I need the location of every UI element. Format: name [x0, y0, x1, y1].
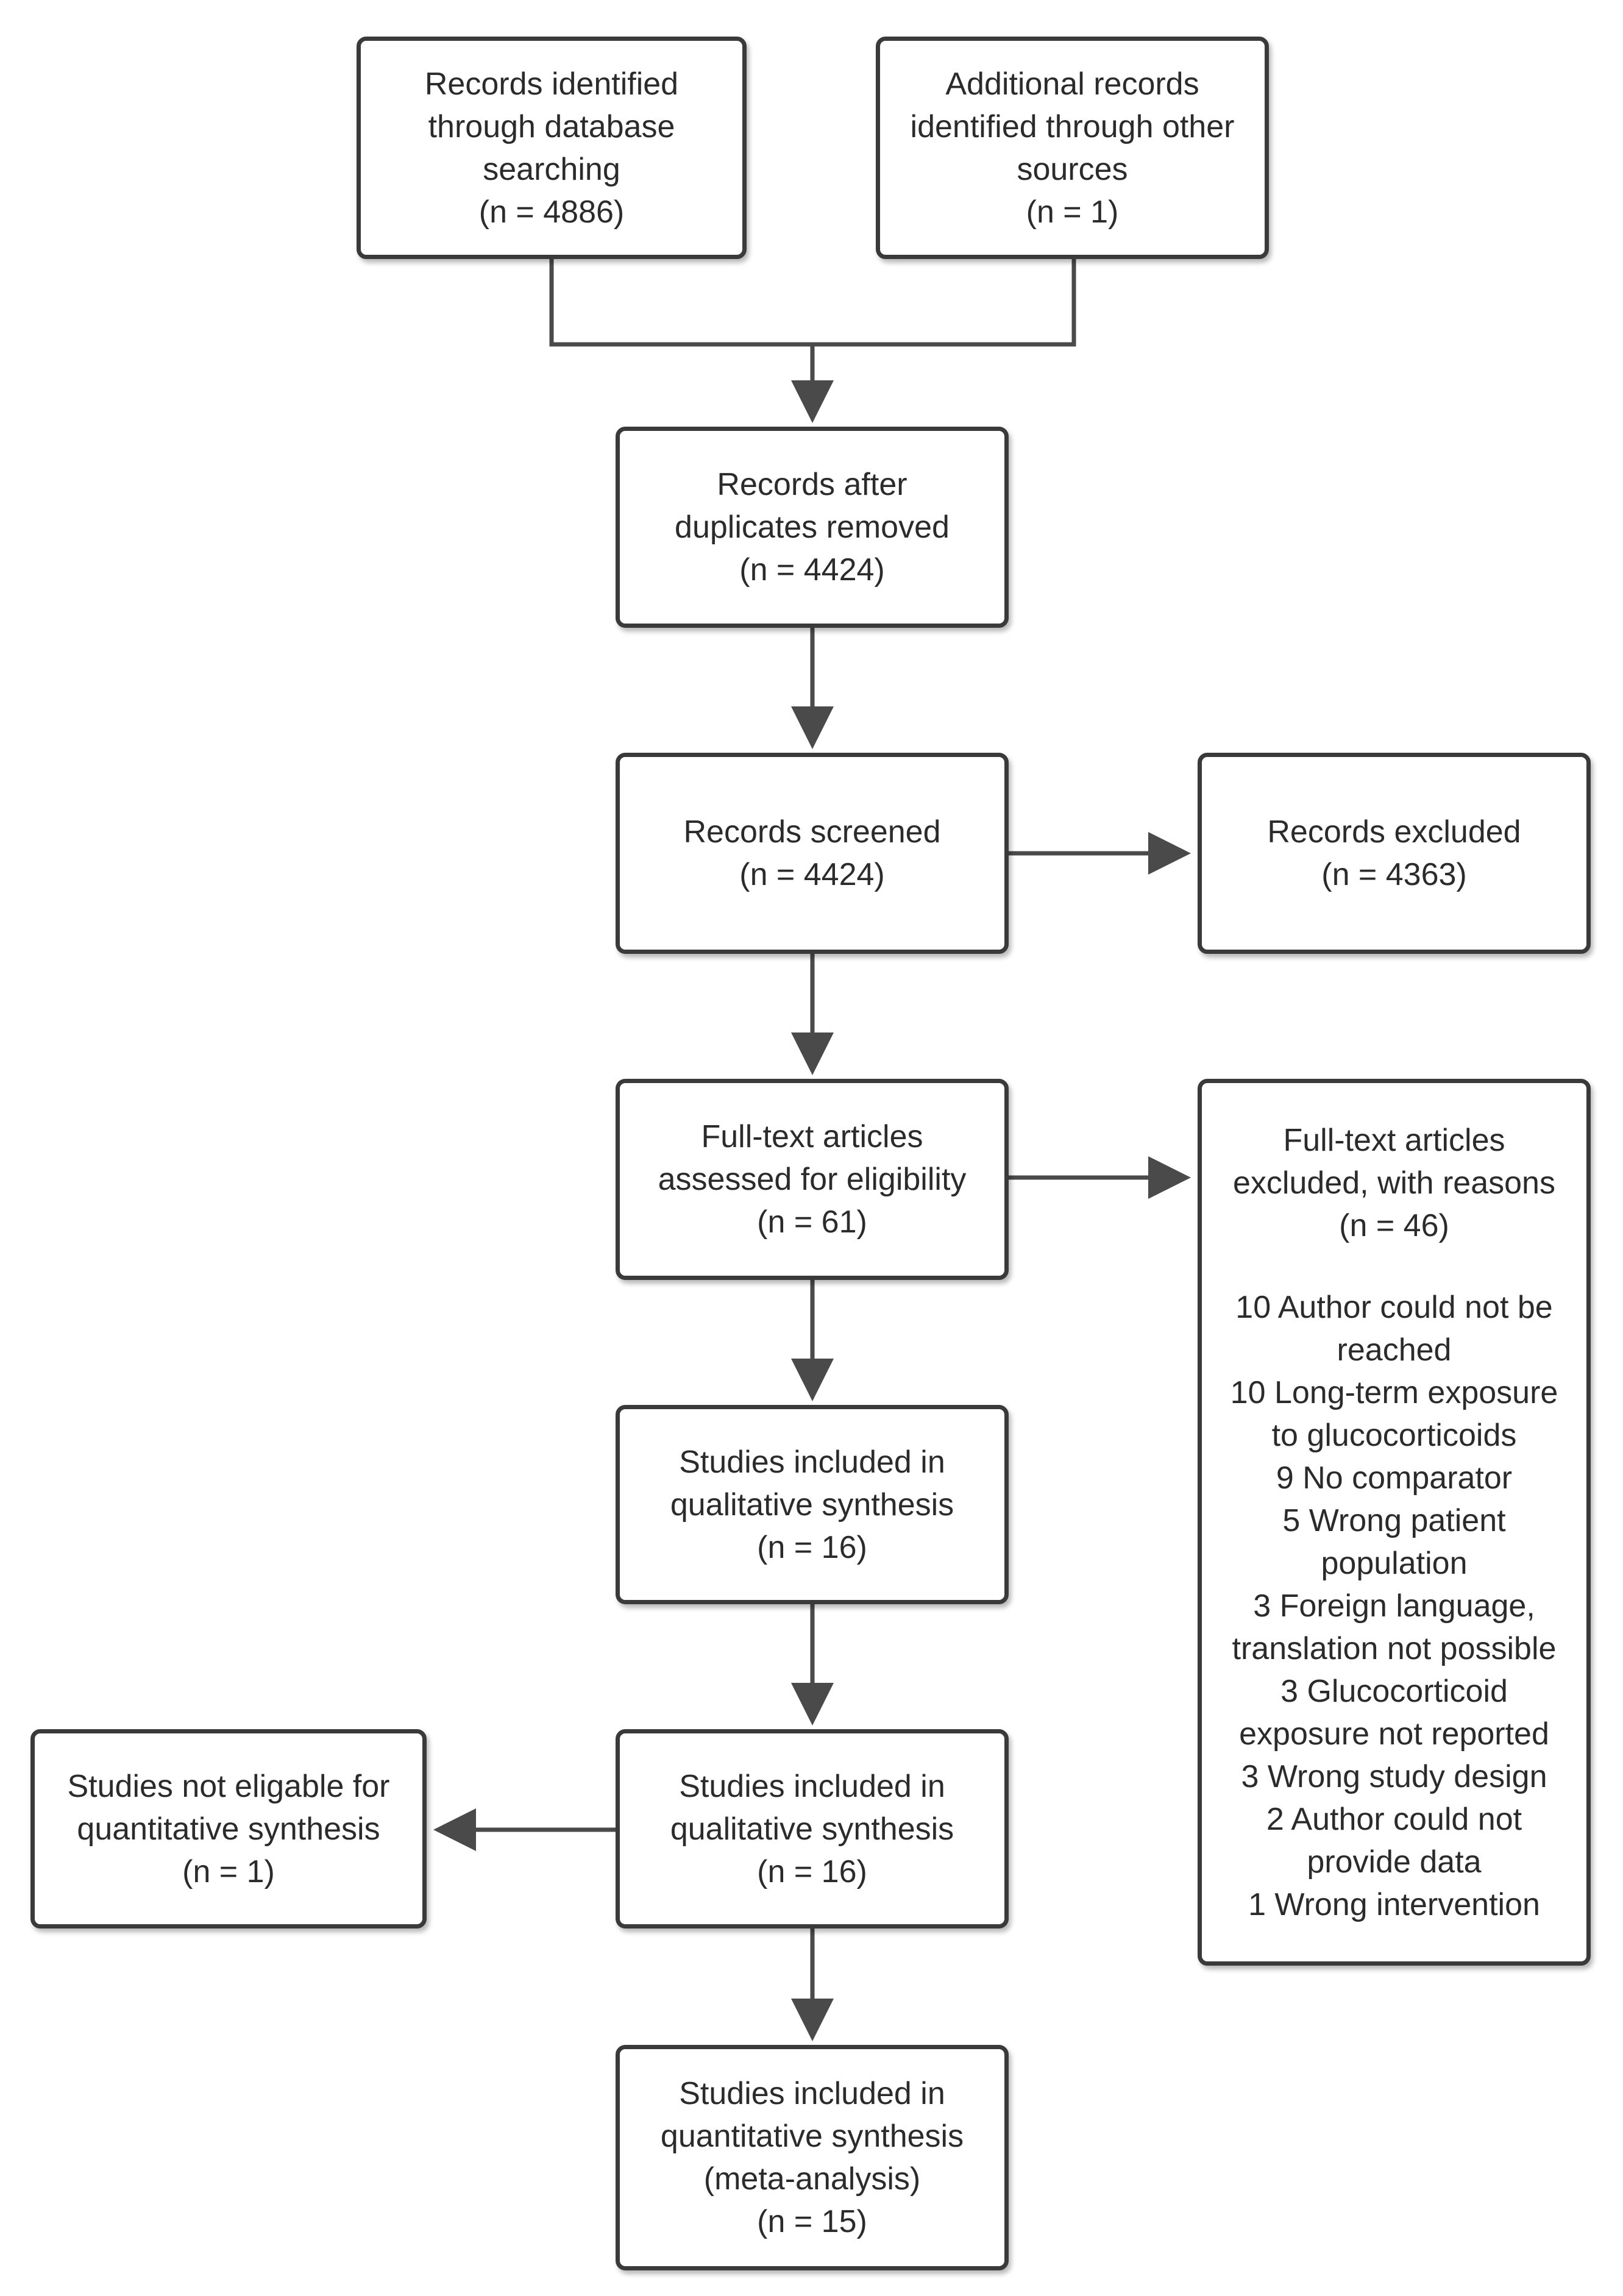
box-qualitative-synthesis-2: Studies included in qualitative synthesi…	[616, 1729, 1009, 1928]
box-text-line: (n = 4424)	[739, 857, 885, 892]
box-text-line: searching	[483, 151, 620, 187]
box-records-screened: Records screened (n = 4424)	[616, 753, 1009, 954]
exclusion-reason-line: 3 Glucocorticoid	[1280, 1673, 1508, 1709]
box-text-line: Full-text articles	[701, 1119, 923, 1154]
box-text-line: excluded, with reasons	[1233, 1165, 1555, 1201]
box-database-search: Records identified through database sear…	[357, 37, 747, 259]
exclusion-reason-line: 3 Foreign language,	[1253, 1588, 1535, 1624]
box-text-line: (n = 16)	[757, 1854, 867, 1889]
box-not-eligible: Studies not eligable for quantitative sy…	[30, 1729, 427, 1928]
box-text-line: (n = 46)	[1339, 1207, 1449, 1243]
exclusion-reason-line: 3 Wrong study design	[1241, 1758, 1547, 1794]
exclusion-reason-line: to glucocorticoids	[1271, 1417, 1517, 1453]
box-text-line: Studies included in	[679, 1444, 945, 1480]
box-text-line: (n = 4363)	[1321, 857, 1467, 892]
box-text-line: Full-text articles	[1283, 1122, 1505, 1158]
box-text-line: Studies included in	[679, 1768, 945, 1804]
box-after-duplicates: Records after duplicates removed (n = 44…	[616, 427, 1009, 628]
box-fulltext-excluded: Full-text articles excluded, with reason…	[1198, 1079, 1591, 1966]
box-text-line: (meta-analysis)	[703, 2161, 921, 2197]
exclusion-reason-line: exposure not reported	[1239, 1716, 1549, 1752]
box-text-line: (n = 4424)	[739, 552, 885, 588]
box-text-line: (n = 1)	[182, 1854, 275, 1889]
box-text-line: (n = 61)	[757, 1204, 867, 1240]
box-text-line: Records excluded	[1267, 814, 1521, 850]
exclusion-reason-line: translation not possible	[1232, 1630, 1557, 1666]
exclusion-reason-line: 10 Long-term exposure	[1230, 1374, 1558, 1410]
box-text-line: Records screened	[683, 814, 941, 850]
box-text-line: Studies included in	[679, 2076, 945, 2111]
box-text-line: (n = 1)	[1026, 194, 1119, 230]
exclusion-reason-line: 2 Author could not	[1266, 1801, 1522, 1837]
box-text-line: quantitative synthesis	[77, 1811, 380, 1847]
box-text-line: Additional records	[945, 66, 1199, 102]
box-text-line: sources	[1017, 151, 1128, 187]
box-records-excluded: Records excluded (n = 4363)	[1198, 753, 1591, 954]
box-fulltext-assessed: Full-text articles assessed for eligibil…	[616, 1079, 1009, 1280]
box-text-line: quantitative synthesis	[660, 2119, 964, 2154]
box-quantitative-synthesis: Studies included in quantitative synthes…	[616, 2045, 1009, 2270]
merge-connector	[549, 259, 1076, 347]
exclusion-reason-line: 9 No comparator	[1276, 1460, 1513, 1496]
box-text-line: Records after	[717, 467, 907, 502]
exclusion-reason-line: 1 Wrong intervention	[1248, 1886, 1540, 1922]
box-text-line: (n = 16)	[757, 1529, 867, 1565]
box-text-line: identified through other	[910, 108, 1235, 144]
box-text-line: (n = 4886)	[478, 194, 625, 230]
exclusion-reason-line: 5 Wrong patient	[1282, 1502, 1506, 1538]
exclusion-reason-line: reached	[1337, 1332, 1452, 1368]
box-text-line: through database	[428, 108, 675, 144]
box-other-sources: Additional records identified through ot…	[876, 37, 1269, 259]
exclusion-reason-line: provide data	[1307, 1844, 1482, 1880]
exclusion-reason-line: 10 Author could not be	[1235, 1289, 1553, 1325]
box-qualitative-synthesis-1: Studies included in qualitative synthesi…	[616, 1405, 1009, 1604]
box-text-line: Records identified	[424, 66, 679, 102]
box-text-line: assessed for eligibility	[658, 1162, 967, 1197]
box-text-line: duplicates removed	[675, 510, 950, 545]
box-text-line: Studies not eligable for	[67, 1768, 390, 1804]
box-text-line: (n = 15)	[757, 2204, 867, 2239]
exclusion-reason-line: population	[1321, 1545, 1468, 1581]
box-text-line: qualitative synthesis	[670, 1487, 954, 1523]
box-text-line: qualitative synthesis	[670, 1811, 954, 1847]
